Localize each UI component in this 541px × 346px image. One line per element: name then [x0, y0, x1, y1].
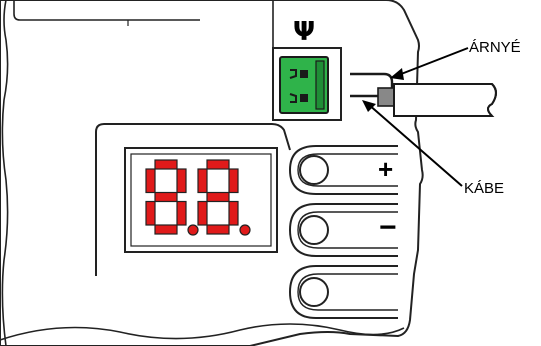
minus-button-knob[interactable]: [299, 215, 329, 245]
minus-button-outline[interactable]: [288, 203, 398, 257]
digit-1: [145, 159, 199, 236]
antenna-icon: Ψ: [293, 17, 315, 47]
minus-button-inner: [297, 211, 398, 249]
plus-label: +: [378, 154, 394, 184]
segment-d: [154, 224, 178, 235]
display-panel-outline: [95, 123, 291, 276]
third-button-knob[interactable]: [299, 277, 329, 307]
cable-shield-wire: [350, 72, 394, 90]
shield-callout-arrowhead: [390, 68, 404, 80]
segment-b: [228, 168, 239, 194]
housing-top-seam: [13, 0, 200, 21]
segment-c: [228, 200, 239, 226]
segment-d: [206, 224, 230, 235]
shield-callout-label: ÁRNYÉ: [469, 39, 521, 56]
cable-end-cut: [487, 83, 497, 117]
cable-callout-arrowhead: [362, 100, 376, 112]
segment-g: [206, 191, 230, 203]
segment-e: [197, 200, 208, 226]
decimal-point: [187, 224, 199, 236]
housing-bottom-edge: [0, 323, 405, 341]
cable-callout-label: KÁBE: [464, 180, 505, 197]
minus-label: −: [379, 211, 397, 244]
terminal-slot-top: [289, 69, 297, 79]
decimal-point: [239, 224, 251, 236]
third-button-inner: [297, 273, 398, 311]
seven-segment-display: [145, 159, 251, 236]
segment-g: [154, 191, 178, 203]
terminal-screw-top: [300, 70, 308, 78]
segment-a: [206, 159, 230, 170]
terminal-slot-bottom: [289, 93, 297, 103]
segment-f: [145, 168, 156, 194]
terminal-screw-bottom: [300, 94, 308, 102]
housing-left-edge: [1, 0, 9, 346]
cable-callout-line: [367, 103, 463, 187]
segment-e: [145, 200, 156, 226]
terminal-block-side: [315, 60, 325, 110]
plus-button-outline[interactable]: [288, 145, 398, 195]
third-button-outline[interactable]: [288, 265, 398, 319]
segment-a: [154, 159, 178, 170]
shield-callout-line: [395, 47, 469, 77]
segment-c: [176, 200, 187, 226]
segment-f: [197, 168, 208, 194]
plus-button-knob[interactable]: [299, 155, 329, 185]
digit-2: [197, 159, 251, 236]
cable-sheath: [393, 83, 497, 117]
plus-button-inner: [297, 153, 398, 187]
segment-b: [176, 168, 187, 194]
